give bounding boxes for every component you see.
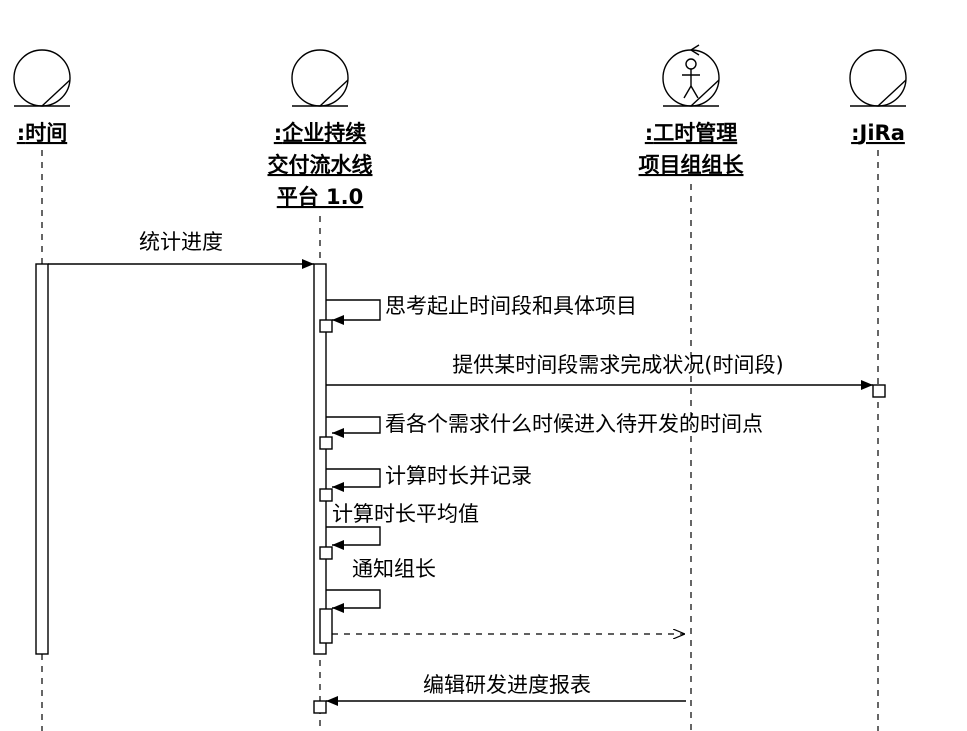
message-label: 提供某时间段需求完成状况(时间段) [452, 353, 783, 377]
lifeline-time: :时间 [13, 49, 71, 731]
message-m2: 思考起止时间段和具体项目 [326, 294, 637, 325]
lifeline-title-line-2: 项目组组长 [639, 153, 745, 177]
message-label: 计算时长平均值 [332, 502, 479, 526]
message-m7: 通知组长 [326, 557, 436, 613]
activation-box-self-1 [319, 319, 333, 333]
activation-box-self-2 [319, 436, 333, 450]
self-message-arrow [326, 589, 381, 613]
message-m4: 看各个需求什么时候进入待开发的时间点 [326, 412, 763, 438]
activation-box-self-4 [319, 546, 333, 560]
lifeline-title-line-2: 交付流水线 [268, 153, 373, 177]
activation-bar-time [35, 263, 49, 655]
lifeline-title: :时间 [17, 121, 67, 145]
activation-box-jira [872, 384, 886, 398]
message-label: 编辑研发进度报表 [423, 673, 591, 697]
self-message-arrow [326, 526, 381, 550]
message-m1: 统计进度 [48, 230, 314, 269]
lifeline-title-line-1: :企业持续 [274, 121, 366, 145]
message-label: 计算时长并记录 [385, 464, 532, 488]
lifeline-title: :JiRa [851, 121, 905, 145]
message-m9: 编辑研发进度报表 [326, 673, 686, 706]
self-message-arrow [326, 299, 381, 325]
activation-box-self-3 [319, 488, 333, 502]
entity-icon [291, 49, 349, 107]
message-label: 通知组长 [352, 557, 436, 581]
message-label: 看各个需求什么时候进入待开发的时间点 [385, 412, 763, 436]
message-label: 思考起止时间段和具体项目 [385, 294, 637, 318]
actor-control-icon [662, 44, 720, 107]
activation-box-self-5 [319, 608, 333, 644]
message-m6: 计算时长平均值 [326, 502, 479, 550]
activation-box-final [313, 700, 327, 714]
message-m5: 计算时长并记录 [326, 464, 532, 492]
message-label: 统计进度 [139, 230, 223, 254]
entity-icon [849, 49, 907, 107]
lifeline-manager: :工时管理 项目组组长 [639, 44, 745, 731]
entity-icon [13, 49, 71, 107]
lifeline-platform: :企业持续 交付流水线 平台 1.0 [268, 49, 373, 731]
message-m3: 提供某时间段需求完成状况(时间段) [326, 353, 873, 390]
lifeline-title-line-3: 平台 1.0 [277, 185, 364, 209]
self-message-arrow [326, 416, 381, 438]
lifeline-jira: :JiRa [849, 49, 907, 731]
lifeline-title-line-1: :工时管理 [645, 121, 737, 145]
self-message-arrow [326, 468, 381, 492]
